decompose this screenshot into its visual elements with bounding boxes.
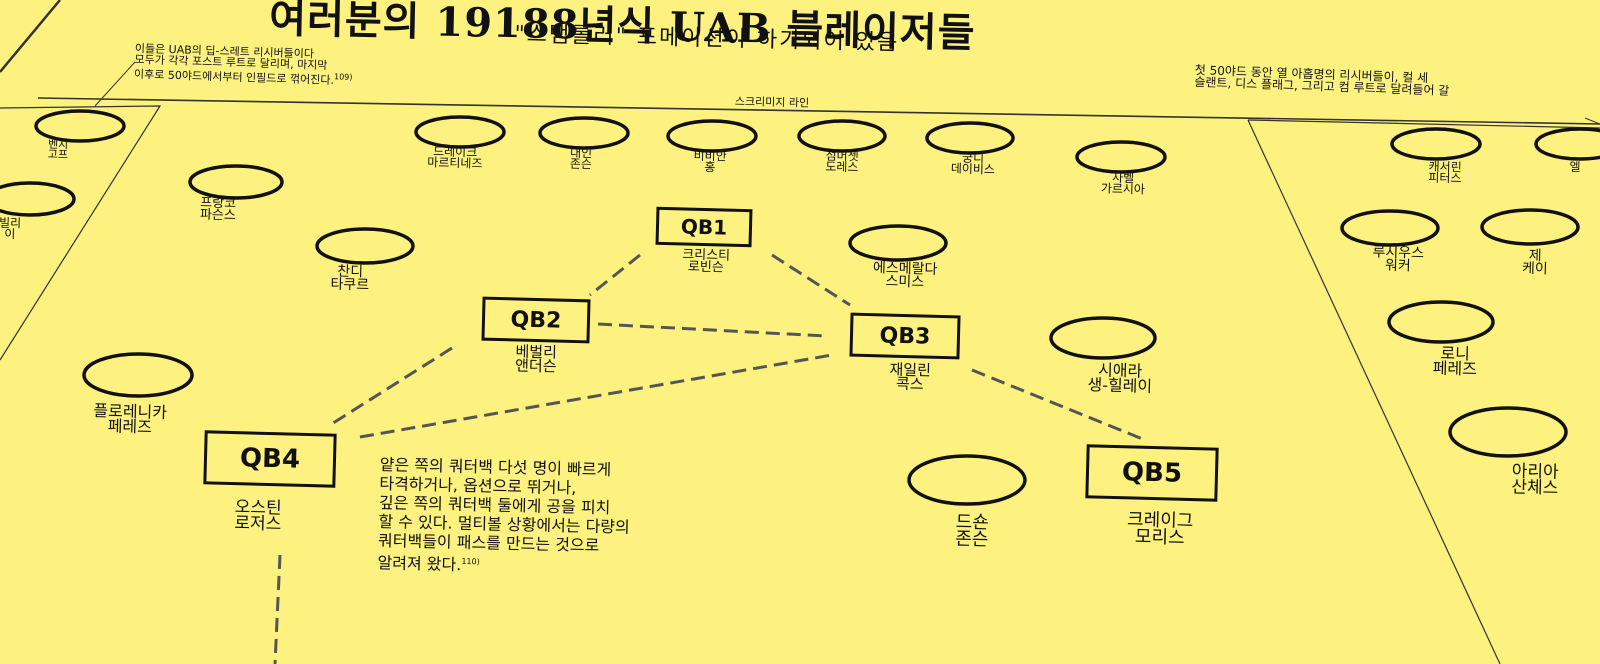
receiver-name: 드숀 존슨 [954,511,990,551]
scrimmage-line [37,97,1600,125]
route-line [329,346,453,427]
receiver-circle [925,121,1015,155]
receiver-circle [315,227,415,265]
qb-box-qb3: QB3 [849,312,961,360]
receiver-name: 궁디 데이비스 [950,150,996,177]
qb-box-qb2: QB2 [481,296,591,344]
scrimmage-label: 스크리미지 라인 [734,94,810,110]
receiver-circle [1390,127,1482,161]
receiver-name: 엘 [1569,159,1581,175]
left-note-footnote: 109) [333,72,353,82]
receiver-circle [188,164,284,200]
qb-name-qb4: 오스틴 로저스 [234,497,282,535]
route-line [589,253,641,297]
receiver-markers [0,109,1600,506]
receiver-name: 찬디 타쿠르 [330,263,370,294]
receiver-name: 섬머셋 도레스 [825,148,859,175]
route-line [971,368,1146,442]
receiver-name: 시애라 생-힐레이 [1087,360,1153,397]
note-leader-line [94,61,136,107]
qb-name-qb2: 베벌리 앤더슨 [514,342,558,376]
receiver-name: 비비안 홍 [693,148,727,175]
top-left-corner-line [0,0,61,73]
receiver-circle [848,224,948,262]
receiver-circle [34,109,126,143]
receiver-circle [1075,140,1167,174]
receiver-circle [414,115,506,149]
receiver-circle [1448,406,1568,458]
left-note: 이들은 UAB의 딥-스레트 리시버들이다 모두가 각각 포스트 루트로 달리며… [133,42,353,87]
formation-description-footnote: 110) [461,556,480,567]
route-line [273,554,282,664]
route-line [359,353,833,439]
receiver-name: 대인 존슨 [569,145,593,172]
qb-name-qb5: 크레이그 모리스 [1126,509,1194,549]
qb-name-qb3: 재일린 콕스 [889,360,932,394]
receiver-name: 루시우스 워커 [1372,244,1425,275]
receiver-name: 프랑코 파슨스 [199,195,237,224]
receiver-name: 에스메랄다 스미스 [872,260,938,291]
qb-box-qb5: QB5 [1085,444,1219,502]
pass-routes [273,253,1146,664]
receiver-name: 벤지 고프 [47,137,69,162]
receiver-circle [1049,316,1157,360]
receiver-name: 플로레니카 페레즈 [93,401,168,437]
qb-box-qb1: QB1 [655,206,753,248]
right-zone-edge [1247,119,1501,664]
receiver-circle [1534,127,1600,161]
left-zone-border [0,105,162,361]
receiver-circle [907,454,1027,506]
top-right-corner-line [1584,117,1600,125]
receiver-name: 빌리 이 [0,215,22,242]
receiver-circle [538,116,630,150]
left-note-text: 이들은 UAB의 딥-스레트 리시버들이다 모두가 각각 포스트 루트로 달리며… [133,42,335,87]
receiver-circle [1387,300,1495,344]
route-line [771,253,851,307]
route-line [597,322,827,338]
receiver-name: 사벨 가르시아 [1100,170,1146,197]
qb-box-qb4: QB4 [203,430,337,488]
receiver-circle [797,119,887,153]
receiver-name: 아리아 산체스 [1511,461,1559,499]
receiver-name: 캐서린 피터스 [1428,159,1462,186]
receiver-circle [82,352,194,398]
qb-name-qb1: 크리스티 로빈슨 [682,247,731,276]
receiver-name: 로니 페레즈 [1432,343,1478,379]
receiver-name: 제 케이 [1521,247,1548,278]
receiver-circle [1480,208,1580,246]
receiver-circle [0,181,76,217]
formation-description: 얕은 쪽의 쿼터백 다섯 명이 빠르게 타격하거나, 옵션으로 뛰거나, 깊은 … [377,455,631,578]
formation-description-text: 얕은 쪽의 쿼터백 다섯 명이 빠르게 타격하거나, 옵션으로 뛰거나, 깊은 … [377,455,630,575]
receiver-circle [1340,209,1440,247]
receiver-circle [666,119,758,153]
right-zone-border [1247,119,1600,129]
receiver-name: 드레이크 마르티네즈 [427,144,483,172]
